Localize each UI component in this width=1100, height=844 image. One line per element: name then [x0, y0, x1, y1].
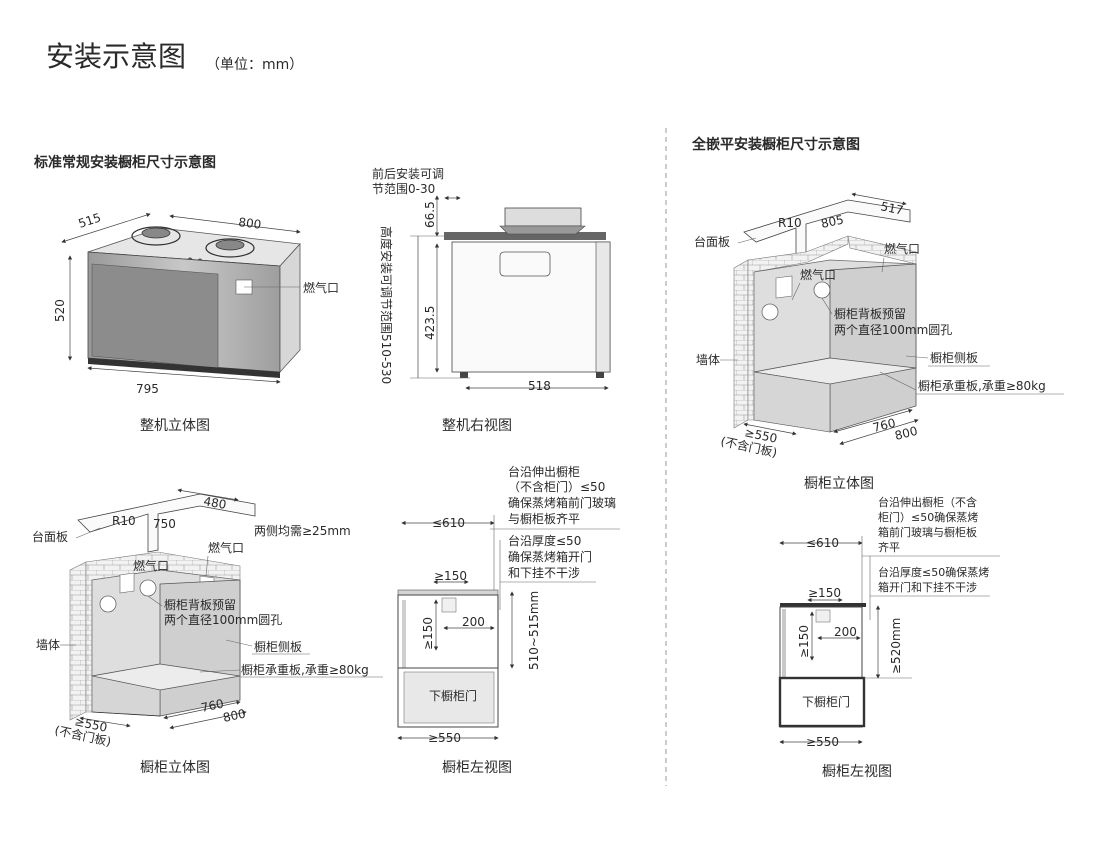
lc-caption: 橱柜立体图 [140, 760, 210, 776]
left-section-title: 标准常规安装橱柜尺寸示意图 [33, 154, 216, 171]
rc-gas-label: 燃气口 [800, 267, 836, 282]
lc-dim-800: 800 [222, 706, 247, 724]
iso-dim-795: 795 [136, 382, 159, 396]
side-adj-line1: 前后安装可调 [372, 166, 444, 181]
rlv-dim-520: ≥520mm [889, 618, 903, 674]
iso-gas-label: 燃气口 [303, 280, 339, 295]
llv-dim-150-v: ≥150 [421, 617, 435, 650]
rc-dim-800: 800 [893, 424, 919, 443]
rc-gas-top-label: 燃气口 [884, 241, 920, 256]
rc-counter-label: 台面板 [694, 234, 730, 249]
iso-dim-515: 515 [77, 210, 103, 230]
lc-side-panel-label: 橱柜侧板 [254, 640, 302, 654]
left-cabinet-iso-view: 台面板 R10 750 480 两侧均需≥25mm 燃气口 燃气口 橱柜背板预留… [32, 488, 383, 776]
llv-note-6: 确保蒸烤箱开门 [508, 549, 592, 564]
llv-door-label: 下橱柜门 [429, 688, 477, 703]
right-cabinet-left-view: 台沿伸出橱柜（不含 柜门）≤50确保蒸烤 箱前门玻璃与橱柜板 齐平 台沿厚度≤5… [778, 495, 1000, 780]
rlv-note-5: 台沿厚度≤50确保蒸烤 [878, 565, 989, 579]
llv-dim-200: 200 [462, 615, 485, 629]
rlv-dim-150-h: ≥150 [808, 586, 841, 600]
side-dim-423-5: 423.5 [423, 306, 437, 340]
side-caption: 整机右视图 [442, 418, 512, 434]
llv-note-5: 台沿厚度≤50 [508, 533, 581, 548]
rlv-note-6: 箱开门和下挂不干涉 [878, 580, 977, 594]
rlv-door-label: 下橱柜门 [802, 694, 850, 709]
rlv-note-2: 柜门）≤50确保蒸烤 [878, 510, 978, 524]
lc-sides-note: 两侧均需≥25mm [254, 524, 351, 538]
llv-dim-510: 510~515mm [527, 591, 541, 670]
rlv-note-1: 台沿伸出橱柜（不含 [878, 495, 977, 509]
llv-caption: 橱柜左视图 [442, 760, 512, 776]
llv-dim-550: ≥550 [428, 731, 461, 745]
lc-gas-label: 燃气口 [208, 540, 244, 555]
right-section-title: 全嵌平安装橱柜尺寸示意图 [691, 136, 860, 153]
rc-side-panel-label: 橱柜侧板 [930, 351, 978, 365]
rc-back-line2: 两个直径100mm圆孔 [834, 323, 952, 337]
rlv-dim-610: ≤610 [806, 536, 839, 550]
oven-iso-view: 515 800 520 795 燃气口 整机立体图 [53, 210, 339, 434]
lc-wall-label: 墙体 [36, 638, 60, 652]
rlv-dim-200: 200 [834, 625, 857, 639]
lc-dim-550: ≥550 [73, 714, 108, 735]
side-dim-518: 518 [528, 379, 551, 393]
oven-right-view: 前后安装可调 节范围0-30 66.5 423.5 高度安装可调节范围510-5… [372, 166, 611, 434]
lc-r10: R10 [112, 514, 136, 528]
iso-dim-520: 520 [53, 299, 67, 322]
llv-note-7: 和下挂不干涉 [508, 566, 580, 580]
rc-dim-805: 805 [820, 212, 845, 230]
lc-dim-480: 480 [202, 494, 227, 512]
llv-dim-150-h: ≥150 [434, 569, 467, 583]
lc-shelf-label: 橱柜承重板,承重≥80kg [241, 663, 369, 677]
lc-counter-label: 台面板 [32, 529, 68, 544]
side-dim-66-5: 66.5 [423, 201, 437, 228]
llv-note-1: 台沿伸出橱柜 [508, 464, 580, 479]
side-adj-line2: 节范围0-30 [372, 182, 435, 196]
rc-r10: R10 [778, 216, 802, 230]
rc-caption: 橱柜立体图 [804, 476, 874, 492]
side-vertical-note: 高度安装可调节范围510-530 [379, 226, 394, 384]
rc-wall-label: 墙体 [696, 353, 720, 367]
lc-gas-label-2: 燃气口 [133, 558, 169, 573]
left-cabinet-left-view: 台沿伸出橱柜 （不含柜门）≤50 确保蒸烤箱前门玻璃 与橱柜板齐平 台沿厚度≤5… [397, 464, 620, 776]
page-title: 安装示意图 [46, 40, 186, 73]
llv-note-2: （不含柜门）≤50 [508, 479, 605, 494]
rlv-dim-550: ≥550 [806, 735, 839, 749]
lc-dim-760: 760 [200, 696, 225, 714]
rc-back-line1: 橱柜背板预留 [834, 307, 906, 321]
rlv-note-4: 齐平 [878, 540, 900, 554]
rc-dim-550: ≥550 [743, 425, 778, 446]
lc-back-line2: 两个直径100mm圆孔 [164, 613, 282, 627]
llv-note-4: 与橱柜板齐平 [508, 511, 580, 526]
rlv-dim-150-v: ≥150 [797, 625, 811, 658]
right-cabinet-iso-view: 台面板 R10 805 517 燃气口 燃气口 橱柜背板预留 两个直径100mm… [694, 192, 1064, 492]
llv-note-3: 确保蒸烤箱前门玻璃 [508, 495, 616, 510]
rlv-note-3: 箱前门玻璃与橱柜板 [878, 525, 977, 539]
iso-dim-800: 800 [238, 215, 262, 232]
rc-shelf-label: 橱柜承重板,承重≥80kg [918, 379, 1046, 393]
rc-dim-517: 517 [879, 199, 904, 217]
page-unit: （单位：mm） [206, 57, 303, 73]
llv-dim-610: ≤610 [432, 516, 465, 530]
iso-caption: 整机立体图 [140, 418, 210, 434]
lc-back-line1: 橱柜背板预留 [164, 598, 236, 612]
rlv-caption: 橱柜左视图 [822, 764, 892, 780]
lc-dim-750: 750 [153, 517, 176, 531]
